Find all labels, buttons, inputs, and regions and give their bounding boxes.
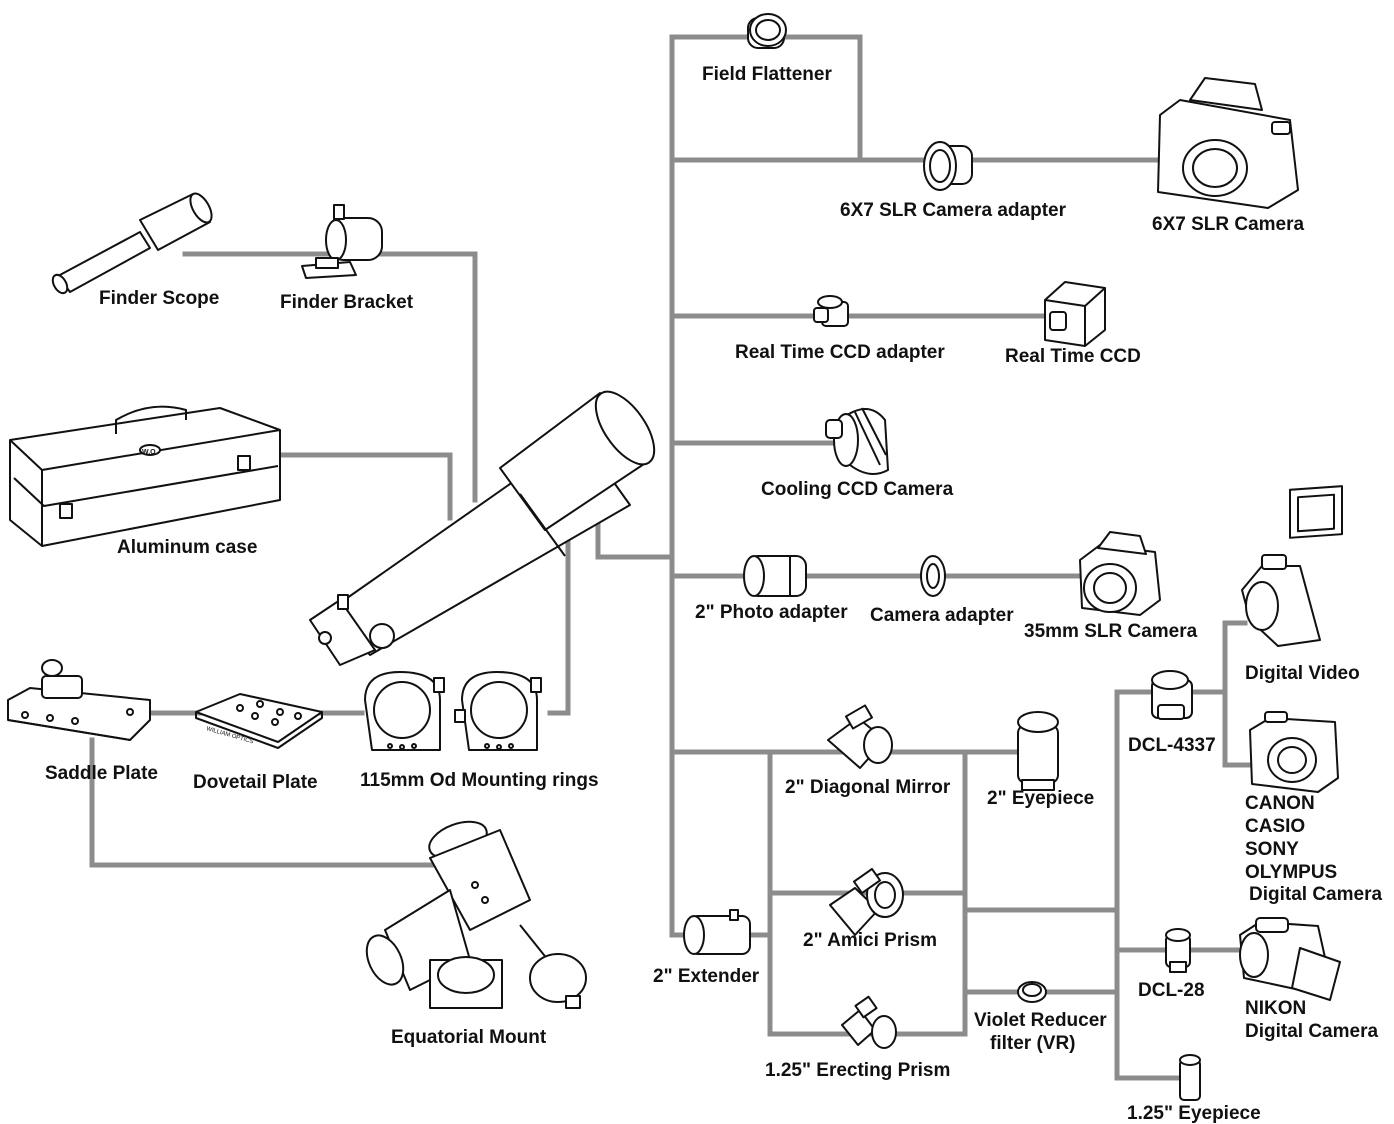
finder-bracket-icon: [301, 204, 383, 279]
label-field-flattener: Field Flattener: [702, 64, 832, 85]
ccd-camera-icon: [1044, 281, 1106, 347]
label-camera-adapter: Camera adapter: [870, 605, 1014, 626]
label-cooling-ccd: Cooling CCD Camera: [761, 479, 954, 500]
label-dcl28: DCL-28: [1138, 980, 1205, 1001]
label-eyepiece-2: 2" Eyepiece: [987, 788, 1094, 809]
compact-camera-icon: [1249, 711, 1339, 793]
cooling-ccd-icon: [825, 407, 889, 475]
dovetail-plate-icon: WILLIAM OPTICS: [195, 693, 323, 749]
label-nikon-digital-camera: Digital Camera: [1245, 1021, 1378, 1042]
slr-camera-icon: [1079, 531, 1161, 616]
label-rt-ccd: Real Time CCD: [1005, 346, 1141, 367]
connector-rings-tube: [547, 517, 571, 716]
label-aluminum-case: Aluminum case: [117, 537, 257, 558]
field-flattener-icon: [747, 13, 787, 49]
finder-scope-icon: [51, 192, 213, 295]
connector-finder: [182, 251, 478, 503]
video-camera-icon: [1241, 485, 1343, 647]
label-finder-bracket: Finder Bracket: [280, 292, 414, 313]
t-ring-icon: [920, 555, 946, 597]
label-amici-prism: 2" Amici Prism: [803, 930, 937, 951]
aluminum-case-icon: W.O: [9, 405, 281, 547]
label-photo-adapter: 2" Photo adapter: [695, 602, 848, 623]
eyepiece-icon: [1017, 711, 1059, 791]
label-slr67-camera: 6X7 SLR Camera: [1152, 214, 1305, 235]
ccd-adapter-icon: [813, 295, 849, 327]
camera-adapter-icon: [923, 141, 973, 191]
connector-saddle-mount: [89, 737, 443, 868]
label-finder-scope: Finder Scope: [99, 288, 219, 309]
saddle-plate-icon: [7, 659, 151, 741]
erecting-prism-icon: [841, 995, 897, 1049]
connector-field-flattener: [669, 34, 863, 163]
label-violet-reducer-filter: filter (VR): [990, 1033, 1076, 1054]
photo-adapter-icon: [743, 555, 807, 597]
eyepiece-icon: [1179, 1054, 1201, 1101]
connector-lines: [89, 34, 1251, 1081]
dcl-adapter-icon: [1151, 670, 1193, 720]
digital-camera-icon: [1239, 917, 1341, 1001]
extender-icon: [683, 909, 751, 955]
mounting-ring-icon: [364, 671, 445, 751]
case-logo: W.O: [142, 449, 156, 456]
label-extender: 2" Extender: [653, 966, 760, 987]
amici-prism-icon: [829, 867, 904, 936]
label-dcl4337: DCL-4337: [1128, 735, 1216, 756]
mounting-ring-icon: [454, 671, 542, 751]
label-casio: CASIO: [1245, 816, 1305, 837]
label-digital-video: Digital Video: [1245, 663, 1360, 684]
label-slr35-camera: 35mm SLR Camera: [1024, 621, 1198, 642]
diagonal-mirror-icon: [827, 704, 893, 769]
dcl-adapter-icon: [1165, 928, 1191, 973]
label-erecting-prism: 1.25" Erecting Prism: [765, 1060, 950, 1081]
label-diagonal-mirror: 2" Diagonal Mirror: [785, 777, 951, 798]
filter-icon: [1017, 981, 1047, 1003]
label-nikon: NIKON: [1245, 998, 1306, 1019]
label-slr67-adapter: 6X7 SLR Camera adapter: [840, 200, 1067, 221]
label-saddle-plate: Saddle Plate: [45, 763, 158, 784]
label-mounting-rings: 115mm Od Mounting rings: [360, 770, 599, 791]
telescope-icon: [309, 390, 656, 666]
connector-dcl-cameras: [1222, 620, 1251, 768]
slr-camera-icon: [1157, 77, 1299, 209]
label-digital-camera: Digital Camera: [1249, 884, 1382, 905]
label-equatorial-mount: Equatorial Mount: [391, 1027, 547, 1048]
label-olympus: OLYMPUS: [1245, 862, 1337, 883]
label-canon: CANON: [1245, 793, 1315, 814]
label-eyepiece-125: 1.25" Eyepiece: [1127, 1103, 1261, 1124]
label-dovetail-plate: Dovetail Plate: [193, 772, 318, 793]
label-violet-reducer: Violet Reducer: [974, 1010, 1107, 1031]
label-sony: SONY: [1245, 839, 1299, 860]
equatorial-mount-icon: [365, 820, 587, 1009]
label-rt-ccd-adapter: Real Time CCD adapter: [735, 342, 945, 363]
connector-case: [275, 452, 453, 521]
